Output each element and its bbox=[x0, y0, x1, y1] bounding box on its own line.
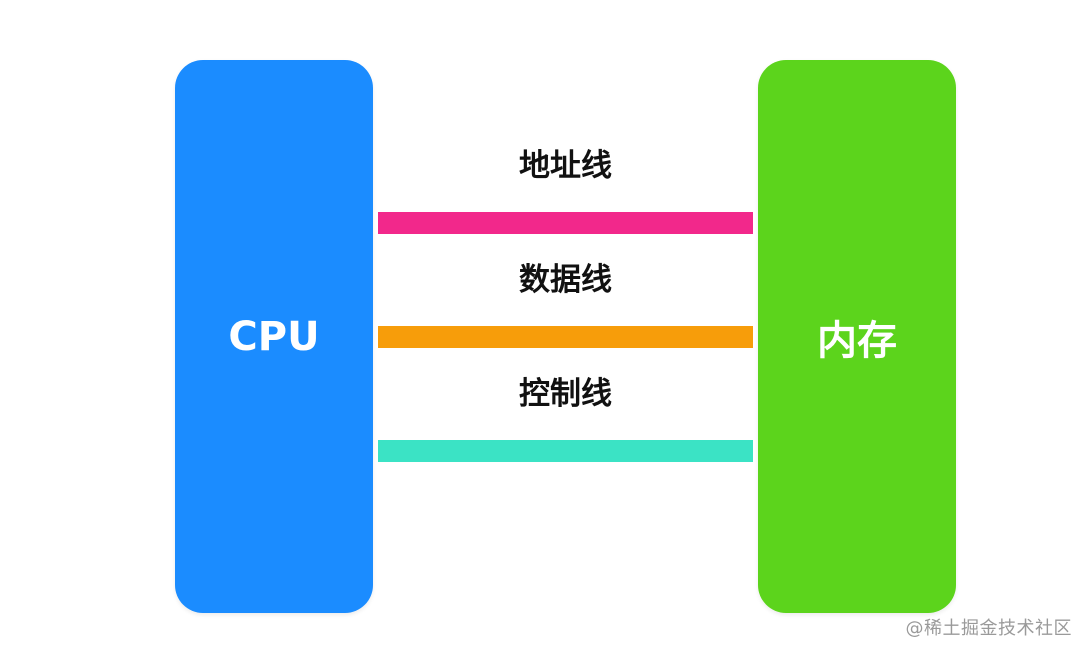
memory-block: 内存 bbox=[758, 60, 956, 613]
memory-label: 内存 bbox=[817, 317, 897, 364]
cpu-block: CPU bbox=[175, 60, 373, 613]
cpu-label: CPU bbox=[228, 313, 320, 360]
control-bus-line bbox=[378, 440, 753, 462]
control-bus-label: 控制线 bbox=[519, 376, 612, 412]
address-bus-line bbox=[378, 212, 753, 234]
watermark: @稀土掘金技术社区 bbox=[905, 618, 1072, 639]
address-bus-label: 地址线 bbox=[519, 148, 612, 184]
data-bus-line bbox=[378, 326, 753, 348]
data-bus-label: 数据线 bbox=[519, 262, 612, 298]
